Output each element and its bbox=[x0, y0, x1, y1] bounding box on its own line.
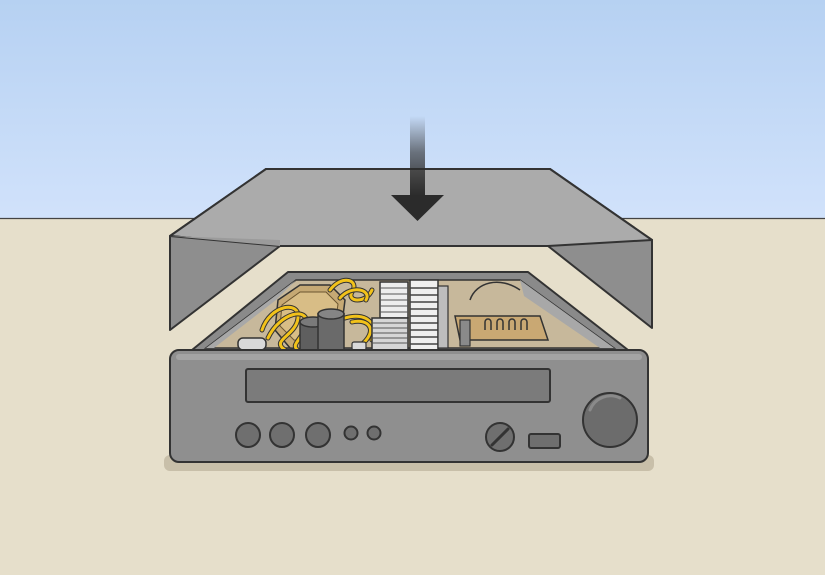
front-panel bbox=[169, 349, 649, 463]
circuit-board bbox=[454, 281, 550, 347]
knob-1 bbox=[235, 422, 261, 448]
input-jack bbox=[528, 433, 561, 449]
cable-strap bbox=[237, 337, 367, 351]
selector-knob bbox=[485, 422, 515, 452]
heatsink bbox=[371, 279, 449, 351]
lid bbox=[169, 168, 653, 331]
button-1 bbox=[343, 425, 359, 441]
volume-knob bbox=[582, 392, 638, 448]
knob-2 bbox=[269, 422, 295, 448]
knob-3 bbox=[305, 422, 331, 448]
down-arrow-icon bbox=[391, 116, 444, 221]
front-panel-highlight bbox=[176, 354, 642, 360]
lid-front-left bbox=[170, 236, 280, 246]
display-window bbox=[245, 368, 551, 403]
lid-right-side bbox=[547, 239, 653, 329]
button-2 bbox=[366, 425, 382, 441]
